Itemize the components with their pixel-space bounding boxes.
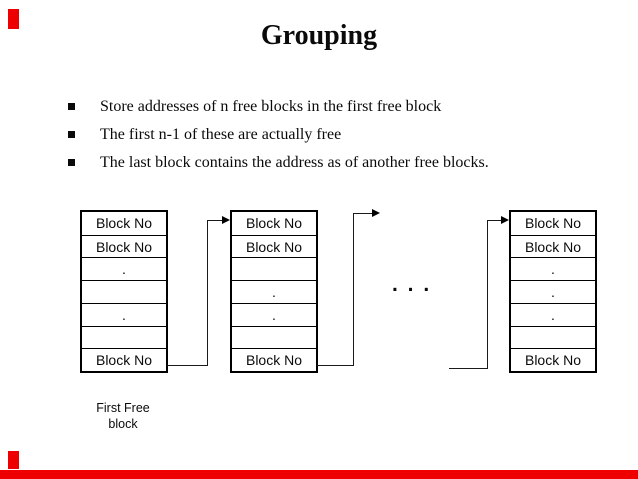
table-cell: .	[511, 302, 595, 326]
connector1-vertical-line	[207, 220, 208, 366]
bullet-text: The last block contains the address as o…	[100, 154, 489, 171]
connector1-bottom-line	[167, 365, 207, 366]
table-cell: Block No	[82, 234, 166, 258]
connector3-bottom-line	[449, 368, 488, 369]
bullet-text: The first n-1 of these are actually free	[100, 126, 342, 143]
red-accent-top-left	[8, 9, 19, 29]
table-cell: .	[232, 280, 316, 303]
table-cell: .	[511, 280, 595, 303]
table-cell: .	[511, 257, 595, 280]
red-footer-bar	[0, 470, 638, 479]
connector3-vertical-line	[487, 220, 488, 369]
connector2-bottom-line	[317, 365, 354, 366]
bullet-item: Store addresses of n free blocks in the …	[68, 97, 578, 116]
connector1-top-line	[207, 220, 223, 221]
table-cell	[82, 325, 166, 349]
table-cell: Block No	[524, 215, 582, 232]
bullet-item: The last block contains the address as o…	[68, 153, 578, 172]
table-cell: .	[232, 302, 316, 326]
table-cell	[511, 325, 595, 349]
table-cell: Block No	[232, 234, 316, 258]
table-cell: .	[82, 302, 166, 326]
table-cell	[232, 257, 316, 280]
table-cell	[232, 325, 316, 349]
arrowhead-right-icon	[222, 216, 230, 224]
table-cell: Block No	[511, 234, 595, 258]
bullet-square-icon	[68, 131, 75, 138]
table-cell: Block No	[245, 215, 303, 232]
arrowhead-right-icon	[372, 209, 380, 217]
chain-ellipsis: . . .	[392, 273, 432, 296]
first-free-block-caption: First Free block	[96, 401, 150, 431]
bullet-square-icon	[68, 159, 75, 166]
table-cell: .	[82, 257, 166, 280]
free-block-table-3: Block No Block No . . . Block No	[509, 210, 597, 373]
connector3-top-line	[487, 220, 502, 221]
bullet-text: Store addresses of n free blocks in the …	[100, 98, 442, 115]
table-cell: Block No	[232, 348, 316, 371]
free-block-table-2: Block No Block No . . Block No	[230, 210, 318, 373]
bullet-item: The first n-1 of these are actually free	[68, 125, 578, 144]
bullet-list: Store addresses of n free blocks in the …	[68, 97, 578, 181]
connector2-top-line	[353, 213, 373, 214]
free-block-table-1: Block No Block No . . Block No	[80, 210, 168, 373]
table-cell: Block No	[82, 348, 166, 371]
slide-title: Grouping	[260, 20, 378, 51]
table-cell: Block No	[95, 215, 153, 232]
table-cell	[82, 280, 166, 303]
table-cell: Block No	[511, 348, 595, 371]
red-accent-bottom-left	[8, 451, 19, 469]
connector2-vertical-line	[353, 213, 354, 366]
arrowhead-right-icon	[501, 216, 509, 224]
bullet-square-icon	[68, 103, 75, 110]
